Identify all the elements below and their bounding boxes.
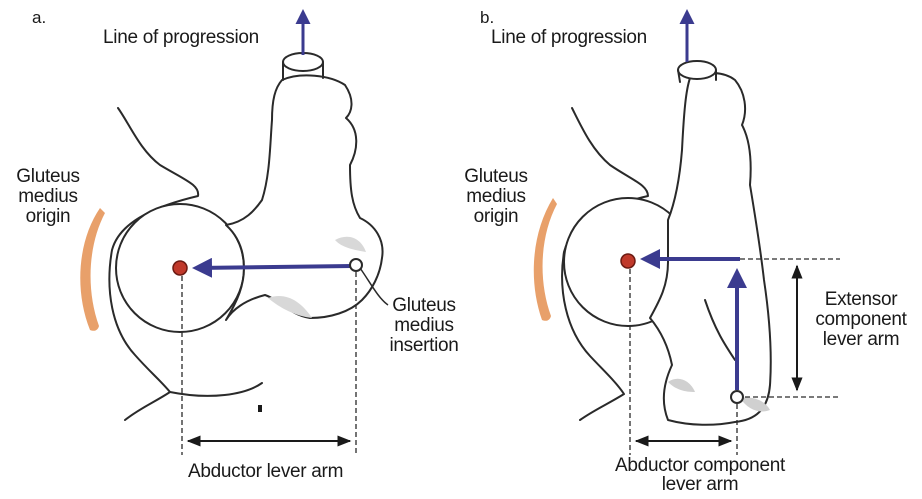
panel-a-letter: a. [32, 8, 46, 28]
line-of-progression-label-a: Line of progression [103, 28, 259, 48]
acetabulum-a [170, 383, 262, 396]
origin-line-2-a: medius [8, 187, 88, 207]
panel-a [109, 53, 382, 420]
gluteus-origin-muscle-b [534, 198, 557, 321]
origin-line-3-b: origin [456, 207, 536, 227]
origin-line-1-a: Gluteus [8, 167, 88, 187]
abductor-line-1-b: Abductor component [590, 456, 810, 475]
panel-b [562, 61, 771, 425]
origin-line-1-b: Gluteus [456, 167, 536, 187]
hip-center-a [173, 261, 187, 275]
line-of-progression-label-b: Line of progression [491, 28, 647, 48]
insertion-line-3-a: insertion [378, 336, 470, 356]
extensor-lever-arm-label-b: Extensor component lever arm [804, 290, 918, 350]
hip-center-b [621, 254, 635, 268]
shaft-cut-b [678, 61, 716, 79]
gluteus-origin-label-b: Gluteus medius origin [456, 167, 536, 227]
insertion-point-b [731, 391, 743, 403]
panel-b-letter: b. [480, 8, 494, 28]
shaft-cut-a [283, 53, 323, 71]
extensor-line-2-b: component [804, 310, 918, 330]
extensor-line-1-b: Extensor [804, 290, 918, 310]
abductor-component-label-b: Abductor component lever arm [590, 456, 810, 494]
gluteus-origin-label-a: Gluteus medius origin [8, 167, 88, 227]
insertion-line-2-a: medius [378, 316, 470, 336]
origin-line-2-b: medius [456, 187, 536, 207]
abductor-lever-arm-label-a: Abductor lever arm [188, 462, 343, 482]
gluteus-insertion-label-a: Gluteus medius insertion [378, 296, 470, 356]
femur-body-b [650, 73, 771, 425]
femoral-neck-a [226, 75, 383, 320]
abductor-vector-a [196, 266, 352, 268]
abductor-line-2-b: lever arm [590, 475, 810, 494]
insertion-line-1-a: Gluteus [378, 296, 470, 316]
origin-line-3-a: origin [8, 207, 88, 227]
extensor-line-3-b: lever arm [804, 330, 918, 350]
artifact-mark [258, 405, 262, 412]
